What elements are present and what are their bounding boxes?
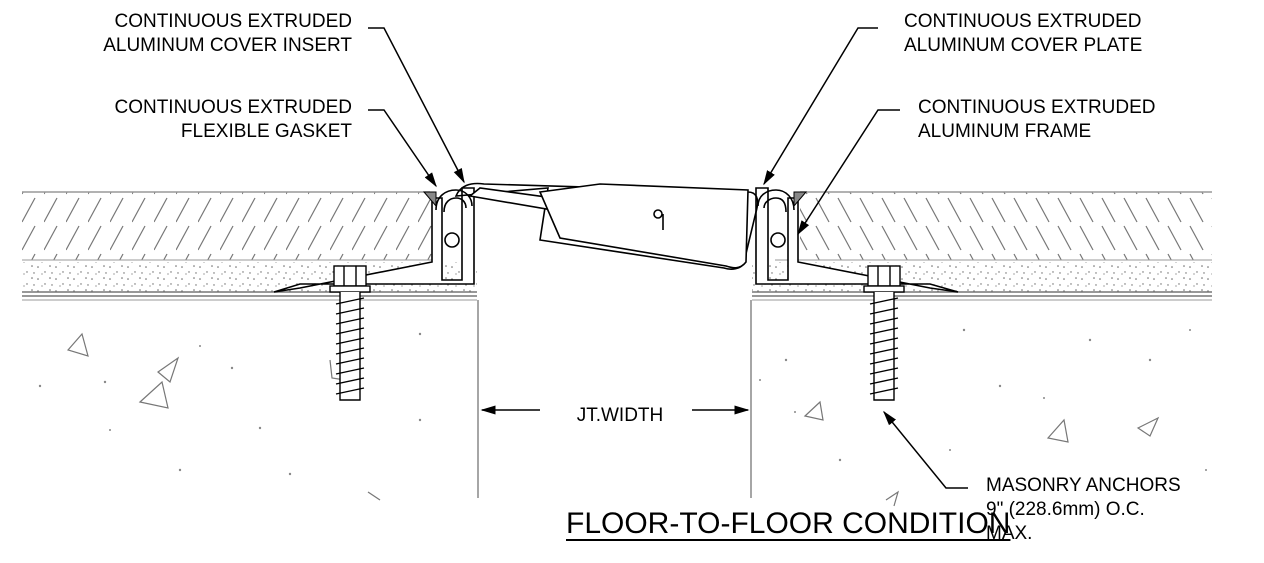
concrete-aggregate <box>66 332 1160 507</box>
left-gasket <box>422 191 437 208</box>
leader-cover-insert <box>368 27 465 184</box>
concrete-dots <box>38 328 1207 476</box>
right-aluminum-frame <box>755 187 959 293</box>
left-topping <box>22 191 432 261</box>
label-cover-plate-line1: CONTINUOUS EXTRUDED <box>904 11 1142 32</box>
joint-width-label: JT.WIDTH <box>576 405 664 426</box>
label-anchors-line1: MASONRY ANCHORS <box>986 475 1181 496</box>
right-gasket <box>793 191 808 208</box>
label-frame-line2: ALUMINUM FRAME <box>918 121 1092 142</box>
cover-plate <box>454 182 759 270</box>
label-cover-insert-line2: ALUMINUM COVER INSERT <box>103 35 352 56</box>
label-frame-line1: CONTINUOUS EXTRUDED <box>918 97 1156 118</box>
label-frame: CONTINUOUS EXTRUDED ALUMINUM FRAME <box>918 96 1156 144</box>
leader-lines <box>368 27 968 489</box>
label-anchors-line3: MAX. <box>986 523 1033 544</box>
leader-frame <box>797 109 900 236</box>
label-cover-plate: CONTINUOUS EXTRUDED ALUMINUM COVER PLATE <box>904 10 1142 58</box>
label-anchors: MASONRY ANCHORS 9" (228.6mm) O.C. MAX. <box>986 474 1181 546</box>
label-gasket-line1: CONTINUOUS EXTRUDED <box>114 97 352 118</box>
leader-gasket <box>368 109 437 188</box>
left-aluminum-frame <box>273 187 475 293</box>
label-anchors-line2: 9" (228.6mm) O.C. <box>986 499 1145 520</box>
label-gasket-line2: FLEXIBLE GASKET <box>180 121 352 142</box>
drawing-title: FLOOR-TO-FLOOR CONDITION <box>566 507 1011 540</box>
right-masonry-anchor <box>863 265 905 401</box>
leader-cover-plate <box>763 27 878 186</box>
label-cover-plate-line2: ALUMINUM COVER PLATE <box>904 35 1143 56</box>
label-cover-insert-line1: CONTINUOUS EXTRUDED <box>114 11 352 32</box>
right-topping <box>775 191 1212 261</box>
label-gasket: CONTINUOUS EXTRUDED FLEXIBLE GASKET <box>114 96 352 144</box>
leader-anchors <box>883 410 968 489</box>
left-masonry-anchor <box>329 265 371 401</box>
label-cover-insert: CONTINUOUS EXTRUDED ALUMINUM COVER INSER… <box>103 10 352 58</box>
